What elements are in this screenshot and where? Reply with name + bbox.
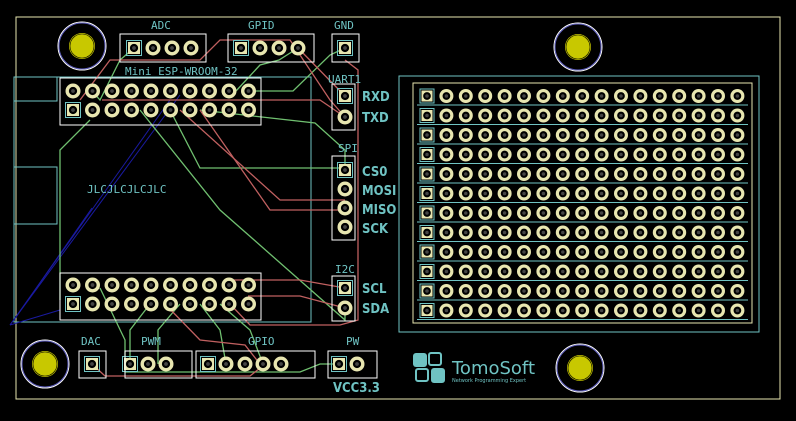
logo-subtitle: Network Programming Expert (452, 378, 526, 384)
front-copper-traces (79, 39, 359, 377)
proto-outline (398, 75, 760, 333)
module-label: Mini ESP-WROOM-32 (125, 65, 238, 78)
fab-text: JLCJLCJLCJLC (87, 183, 166, 196)
module-outline (13, 76, 312, 323)
spi-label: SPI (338, 142, 358, 155)
gpio-label: GPIO (248, 335, 275, 348)
tomosoft-logo: TomoSoft Network Programming Expert (413, 352, 535, 384)
antenna-outline (13, 76, 58, 102)
pw-label: PW (346, 335, 360, 348)
sck-label: SCK (362, 222, 389, 237)
uart-label: UART1 (328, 73, 361, 86)
mounting-hole[interactable] (553, 22, 603, 72)
pwm-label: PWM (141, 335, 161, 348)
ratsnest (9, 94, 181, 326)
cs0-label: CS0 (362, 165, 387, 180)
mounting-hole[interactable] (57, 21, 107, 71)
gnd-label: GND (334, 19, 354, 32)
rxd-label: RXD (362, 90, 390, 105)
mosi-label: MOSI (362, 184, 396, 199)
board-edge (15, 16, 781, 400)
pads (20, 21, 748, 393)
logo-text: TomoSoft (451, 358, 535, 379)
gpid-label: GPID (248, 19, 275, 32)
miso-label: MISO (362, 203, 396, 218)
sda-label: SDA (362, 302, 389, 317)
adc-label: ADC (151, 19, 171, 32)
connector-outlines (59, 33, 378, 379)
proto-silk (412, 82, 753, 324)
i2c-label: I2C (335, 263, 355, 276)
mounting-hole[interactable] (555, 343, 605, 393)
usb-outline (13, 166, 58, 225)
txd-label: TXD (362, 111, 389, 126)
mounting-hole[interactable] (20, 339, 70, 389)
vcc-label: VCC3.3 (333, 381, 380, 396)
scl-label: SCL (362, 282, 387, 297)
dac-label: DAC (81, 335, 101, 348)
